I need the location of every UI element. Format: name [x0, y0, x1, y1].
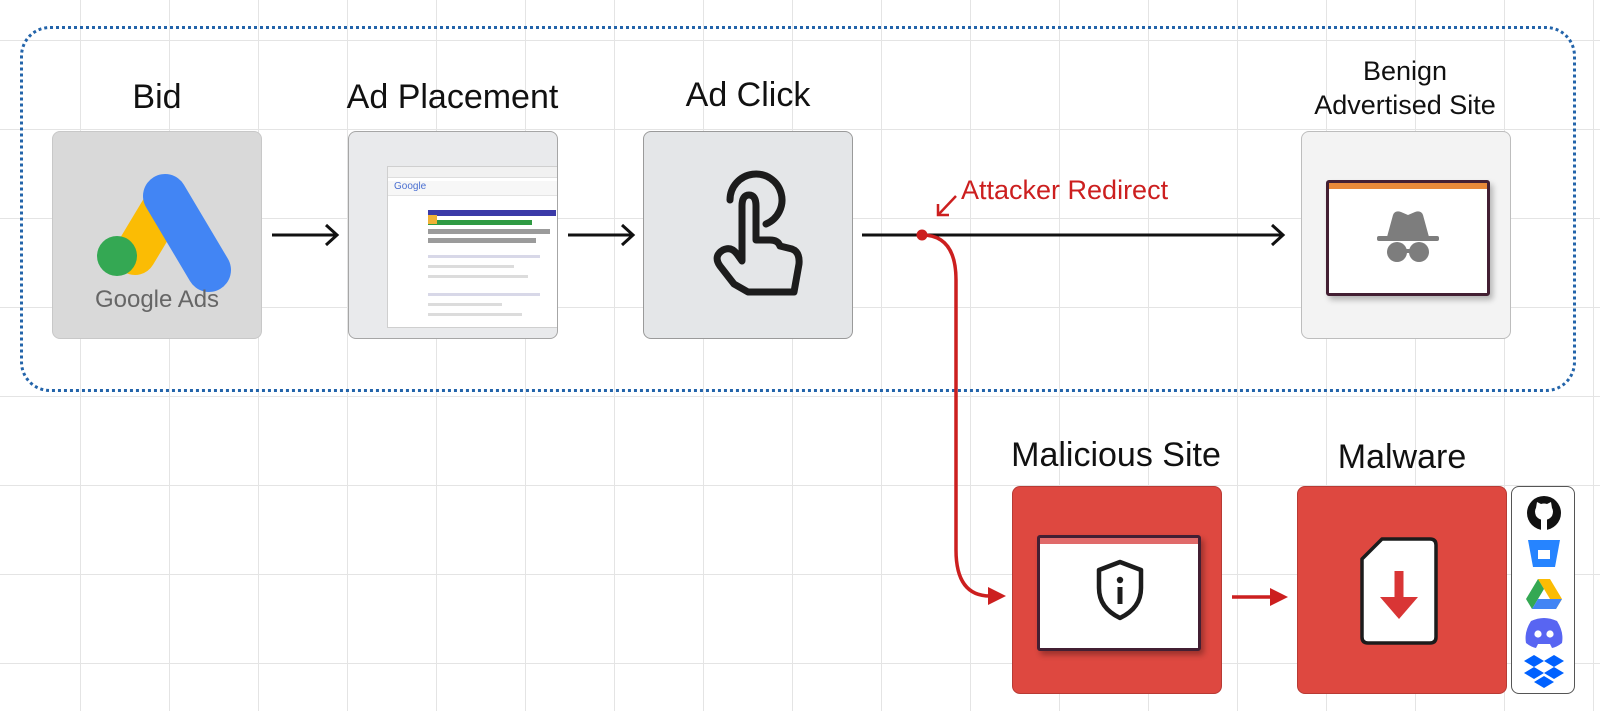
ad-badge: [428, 215, 437, 224]
google-drive-icon: [1526, 579, 1562, 609]
benign-site-tile: [1301, 131, 1511, 339]
tap-hand-icon: [713, 170, 803, 296]
discord-icon: [1525, 618, 1563, 648]
attacker-redirect-label: Attacker Redirect: [961, 175, 1169, 205]
google-ads-wordmark: Google Ads: [94, 286, 220, 313]
dropbox-icon: [1524, 655, 1564, 688]
shield-info-icon: [1096, 559, 1144, 621]
malicious-site-tile: [1012, 486, 1222, 694]
redirect-pointer-arrow: [936, 195, 957, 217]
file-download-icon: [1360, 537, 1438, 645]
ad-placement-label: Ad Placement: [346, 78, 559, 116]
malware-label: Malware: [1337, 438, 1467, 476]
malware-tile: [1297, 486, 1507, 694]
hosting-platforms-column: [1511, 486, 1575, 694]
ad-placement-tile: Google: [348, 131, 558, 339]
benign-site-label: Benign Advertised Site: [1314, 56, 1496, 120]
github-icon: [1527, 496, 1561, 530]
search-results-mock: Google: [387, 166, 557, 328]
ad-click-tile: [643, 131, 853, 339]
browser-window-icon: [1326, 180, 1490, 296]
arrow-placement-to-click: [568, 223, 636, 247]
bid-label: Bid: [132, 78, 182, 116]
arrow-bid-to-placement: [272, 223, 340, 247]
ad-click-label: Ad Click: [685, 76, 811, 114]
attacker-redirect-path: [916, 229, 1006, 605]
malicious-site-label: Malicious Site: [1011, 436, 1221, 474]
malicious-browser-window-icon: [1037, 535, 1201, 651]
arrow-malicious-to-malware: [1232, 588, 1288, 606]
ad-url-bar: [428, 220, 532, 225]
legit-ad-flow-boundary: [20, 26, 1576, 392]
bitbucket-icon: [1528, 540, 1560, 567]
ad-title-bar: [428, 210, 556, 216]
incognito-icon: [1377, 211, 1439, 262]
bid-tile: Google Ads: [52, 131, 262, 339]
google-mini-logo: Google: [394, 181, 427, 192]
google-ads-logo-icon: [97, 174, 231, 292]
